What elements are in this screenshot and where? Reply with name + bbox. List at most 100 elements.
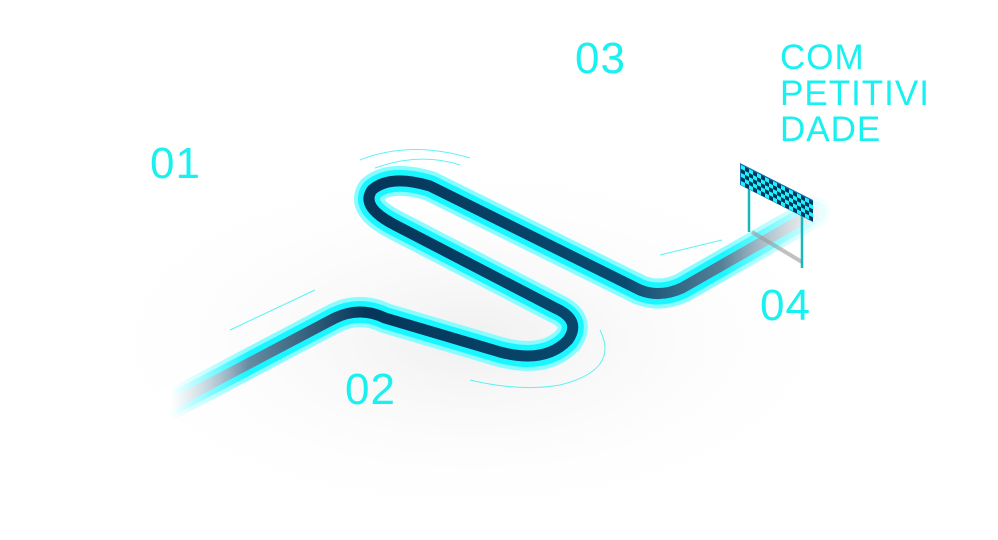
step-label-03: 03 — [575, 34, 626, 83]
flag-square — [781, 201, 785, 208]
flag-square — [757, 185, 761, 192]
flag-square — [773, 193, 777, 200]
flag-square — [805, 201, 809, 208]
flag-square — [761, 187, 765, 194]
flag-square — [801, 211, 805, 218]
flag-square — [757, 173, 761, 180]
step-label-01: 01 — [150, 139, 201, 188]
flag-square — [801, 203, 805, 210]
flag-square — [789, 205, 793, 212]
flag-square — [805, 213, 809, 220]
flag-square — [785, 199, 789, 206]
flag-square — [773, 181, 777, 188]
flag-square — [809, 203, 813, 210]
flag-square — [805, 209, 809, 216]
flag-square — [785, 187, 789, 194]
track-fade — [153, 163, 832, 422]
flag-square — [793, 207, 797, 214]
flag-square — [753, 175, 757, 182]
flag-square — [809, 199, 813, 206]
flag-square — [749, 177, 753, 184]
race-track — [153, 163, 832, 422]
flag-square — [753, 187, 757, 194]
speed-lines — [229, 148, 723, 389]
flag-square — [741, 177, 745, 184]
flag-square — [793, 195, 797, 202]
flag-square — [789, 197, 793, 204]
title-line: COM — [780, 38, 865, 77]
flag-square — [753, 183, 757, 190]
flag-square — [789, 201, 793, 208]
flag-square — [793, 199, 797, 206]
flag-square — [769, 179, 773, 186]
flag-square — [777, 199, 781, 206]
flag-square — [745, 179, 749, 186]
flag-square — [753, 171, 757, 178]
flag-square — [749, 173, 753, 180]
flag-square — [757, 181, 761, 188]
flag-square — [769, 195, 773, 202]
flag-square — [809, 211, 813, 218]
flag-square — [793, 191, 797, 198]
flag-square — [761, 179, 765, 186]
flag-square — [773, 185, 777, 192]
flag-square — [777, 183, 781, 190]
flag-square — [809, 215, 813, 222]
flag-square — [765, 193, 769, 200]
flag-square — [749, 185, 753, 192]
flag-square — [781, 197, 785, 204]
flag-square — [769, 187, 773, 194]
flag-square — [797, 209, 801, 216]
flag-square — [765, 185, 769, 192]
flag-square — [801, 199, 805, 206]
flag-square — [741, 173, 745, 180]
step-label-04: 04 — [760, 281, 811, 330]
competitividade-title: COM PETITIVI DADE — [780, 40, 930, 148]
flag-square — [777, 191, 781, 198]
flag-square — [797, 205, 801, 212]
flag-square — [749, 169, 753, 176]
flag-square — [797, 197, 801, 204]
flag-square — [769, 183, 773, 190]
flag-square — [745, 175, 749, 182]
flag-square — [765, 177, 769, 184]
flag-square — [785, 191, 789, 198]
flag-square — [809, 207, 813, 214]
flag-square — [785, 203, 789, 210]
flag-square — [781, 193, 785, 200]
flag-square — [765, 189, 769, 196]
flag-square — [777, 195, 781, 202]
flag-square — [749, 181, 753, 188]
flag-square — [761, 191, 765, 198]
flag-square — [741, 181, 745, 188]
flag-square — [805, 197, 809, 204]
finish-line-gate — [740, 163, 813, 268]
flag-square — [793, 203, 797, 210]
flag-square — [781, 189, 785, 196]
flag-square — [805, 205, 809, 212]
flag-square — [777, 187, 781, 194]
flag-square — [801, 195, 805, 202]
title-line: PETITIVI — [780, 74, 930, 113]
flag-square — [765, 181, 769, 188]
flag-square — [741, 169, 745, 176]
title-line: DADE — [780, 110, 882, 149]
flag-square — [741, 165, 745, 172]
flag-square — [797, 201, 801, 208]
flag-square — [773, 197, 777, 204]
flag-square — [745, 167, 749, 174]
flag-square — [757, 177, 761, 184]
flag-square — [789, 193, 793, 200]
flag-square — [781, 185, 785, 192]
flag-square — [797, 193, 801, 200]
flag-square — [801, 207, 805, 214]
flag-square — [769, 191, 773, 198]
flag-square — [745, 171, 749, 178]
flag-square — [785, 195, 789, 202]
flag-square — [761, 183, 765, 190]
flag-square — [745, 183, 749, 190]
flag-square — [753, 179, 757, 186]
flag-square — [773, 189, 777, 196]
